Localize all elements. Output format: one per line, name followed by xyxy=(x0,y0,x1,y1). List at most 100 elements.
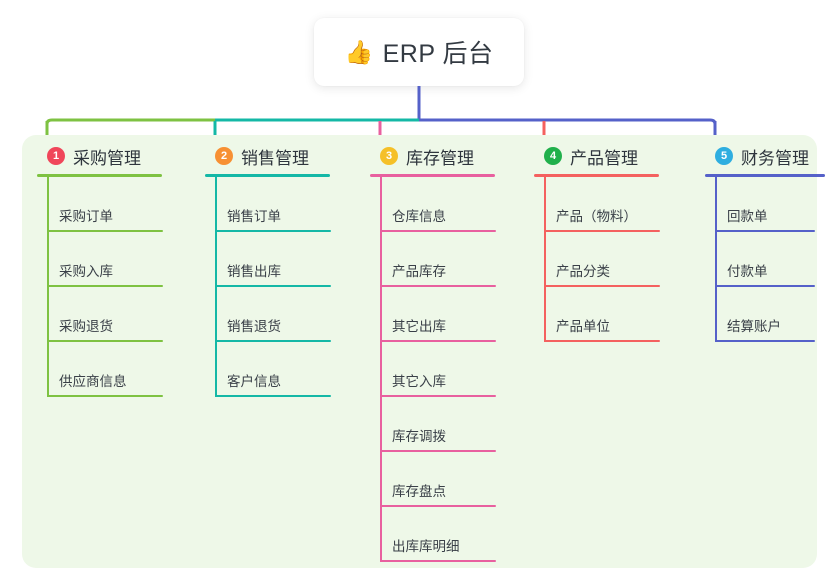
list-item[interactable]: 库存调拨 xyxy=(370,397,496,452)
list-item-underline xyxy=(544,285,660,287)
list-item-label: 产品（物料） xyxy=(556,209,637,224)
column-underline-4 xyxy=(534,174,659,177)
list-item[interactable]: 销售订单 xyxy=(205,177,331,232)
list-item-label: 销售出库 xyxy=(227,264,281,279)
list-item[interactable]: 付款单 xyxy=(705,232,825,287)
list-item[interactable]: 结算账户 xyxy=(705,287,825,342)
list-item-underline xyxy=(380,230,496,232)
column-title-3: 库存管理 xyxy=(406,148,474,168)
list-item[interactable]: 销售退货 xyxy=(205,287,331,342)
column-header-4[interactable]: 4 产品管理 xyxy=(534,135,659,177)
column-title-1: 采购管理 xyxy=(73,148,141,168)
column-4: 4 产品管理产品（物料） 产品分类产品单位 xyxy=(534,135,660,342)
connector-bus-blue xyxy=(419,118,717,127)
root-node-card[interactable]: 👍 ERP 后台 xyxy=(314,18,524,86)
list-item-label: 客户信息 xyxy=(227,374,281,389)
list-item[interactable]: 回款单 xyxy=(705,177,825,232)
column-header-1[interactable]: 1 采购管理 xyxy=(37,135,162,177)
list-item-underline xyxy=(715,230,815,232)
connector-bus-green xyxy=(45,118,215,127)
column-underline-2 xyxy=(205,174,330,177)
list-item-underline xyxy=(215,340,331,342)
list-item[interactable]: 产品单位 xyxy=(534,287,660,342)
column-items-5: 回款单付款单结算账户 xyxy=(705,177,825,342)
list-item-underline xyxy=(715,285,815,287)
list-item[interactable]: 库存盘点 xyxy=(370,452,496,507)
list-item-underline xyxy=(715,340,815,342)
list-item-underline xyxy=(380,395,496,397)
column-badge-5: 5 xyxy=(715,147,733,165)
column-trunk-2 xyxy=(215,177,217,397)
column-title-5: 财务管理 xyxy=(741,148,809,168)
list-item-underline xyxy=(215,395,331,397)
column-header-5[interactable]: 5 财务管理 xyxy=(705,135,825,177)
list-item-label: 结算账户 xyxy=(727,319,781,334)
list-item-label: 出库库明细 xyxy=(392,539,460,554)
list-item-underline xyxy=(380,505,496,507)
list-item[interactable]: 其它出库 xyxy=(370,287,496,342)
list-item-underline xyxy=(380,285,496,287)
list-item[interactable]: 客户信息 xyxy=(205,342,331,397)
list-item[interactable]: 产品库存 xyxy=(370,232,496,287)
column-items-1: 采购订单采购入库采购退货供应商信息 xyxy=(37,177,163,397)
list-item-underline xyxy=(380,450,496,452)
column-5: 5 财务管理回款单付款单结算账户 xyxy=(705,135,825,342)
list-item[interactable]: 采购退货 xyxy=(37,287,163,342)
column-title-4: 产品管理 xyxy=(570,148,638,168)
column-trunk-5 xyxy=(715,177,717,342)
list-item[interactable]: 仓库信息 xyxy=(370,177,496,232)
list-item-label: 回款单 xyxy=(727,209,768,224)
list-item[interactable]: 供应商信息 xyxy=(37,342,163,397)
column-3: 3 库存管理仓库信息产品库存其它出库其它入库库存调拨库存盘点出库库明细 xyxy=(370,135,496,562)
column-items-2: 销售订单销售出库销售退货客户信息 xyxy=(205,177,331,397)
list-item-label: 库存调拨 xyxy=(392,429,446,444)
list-item-label: 供应商信息 xyxy=(59,374,127,389)
list-item[interactable]: 产品分类 xyxy=(534,232,660,287)
column-underline-3 xyxy=(370,174,495,177)
column-header-3[interactable]: 3 库存管理 xyxy=(370,135,495,177)
list-item-label: 付款单 xyxy=(727,264,768,279)
list-item-underline xyxy=(544,230,660,232)
list-item[interactable]: 采购入库 xyxy=(37,232,163,287)
list-item-underline xyxy=(380,340,496,342)
column-items-4: 产品（物料） 产品分类产品单位 xyxy=(534,177,660,342)
list-item-underline xyxy=(47,340,163,342)
column-items-3: 仓库信息产品库存其它出库其它入库库存调拨库存盘点出库库明细 xyxy=(370,177,496,562)
list-item-label: 采购入库 xyxy=(59,264,113,279)
list-item-label: 采购退货 xyxy=(59,319,113,334)
list-item-label: 产品分类 xyxy=(556,264,610,279)
column-trunk-3 xyxy=(380,177,382,562)
root-node-title: 👍 ERP 后台 xyxy=(344,34,493,70)
column-badge-3: 3 xyxy=(380,147,398,165)
list-item-label: 其它出库 xyxy=(392,319,446,334)
list-item-underline xyxy=(380,560,496,562)
list-item-underline xyxy=(215,285,331,287)
list-item-label: 产品单位 xyxy=(556,319,610,334)
column-trunk-4 xyxy=(544,177,546,342)
list-item[interactable]: 采购订单 xyxy=(37,177,163,232)
list-item[interactable]: 出库库明细 xyxy=(370,507,496,562)
list-item[interactable]: 产品（物料） xyxy=(534,177,660,232)
list-item-underline xyxy=(47,230,163,232)
column-badge-4: 4 xyxy=(544,147,562,165)
column-underline-5 xyxy=(705,174,825,177)
list-item-underline xyxy=(544,340,660,342)
list-item[interactable]: 其它入库 xyxy=(370,342,496,397)
list-item-underline xyxy=(215,230,331,232)
list-item-label: 仓库信息 xyxy=(392,209,446,224)
column-badge-1: 1 xyxy=(47,147,65,165)
list-item[interactable]: 销售出库 xyxy=(205,232,331,287)
column-trunk-1 xyxy=(47,177,49,397)
list-item-label: 其它入库 xyxy=(392,374,446,389)
list-item-label: 库存盘点 xyxy=(392,484,446,499)
list-item-label: 采购订单 xyxy=(59,209,113,224)
column-underline-1 xyxy=(37,174,162,177)
list-item-label: 产品库存 xyxy=(392,264,446,279)
thumbs-up-icon: 👍 xyxy=(344,38,374,65)
list-item-underline xyxy=(47,285,163,287)
list-item-label: 销售退货 xyxy=(227,319,281,334)
column-badge-2: 2 xyxy=(215,147,233,165)
